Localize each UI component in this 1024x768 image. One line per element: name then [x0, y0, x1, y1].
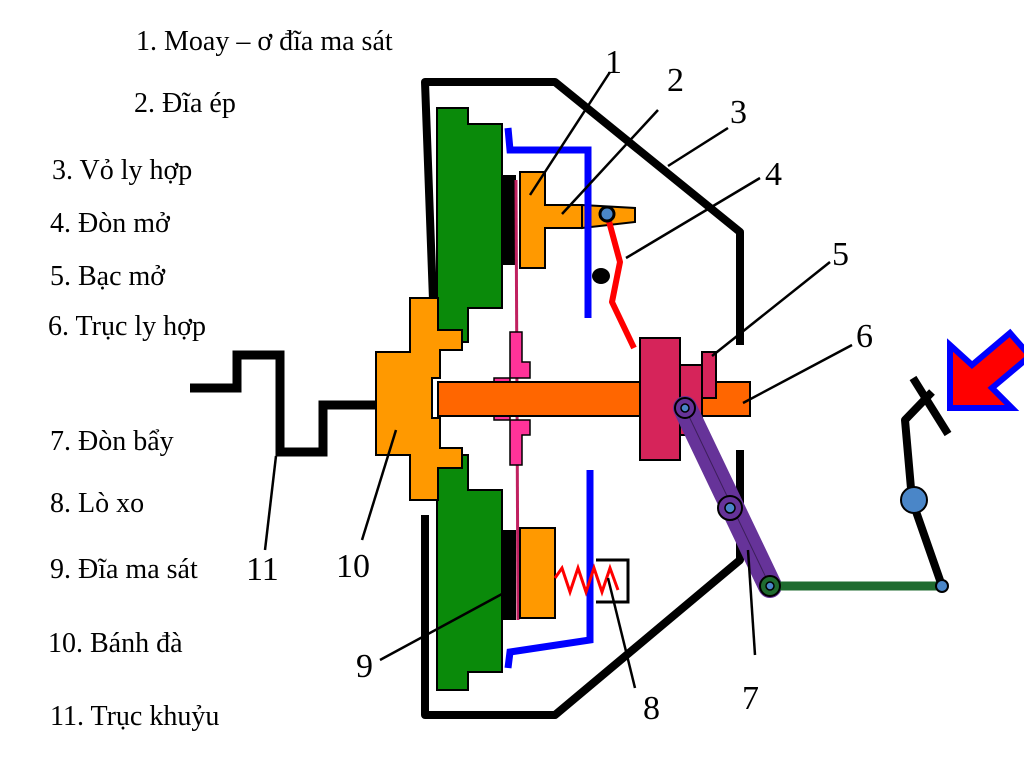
lever-pivot-pin	[724, 502, 736, 514]
callout-6: 6	[856, 318, 873, 355]
legend-item-11: 11. Trục khuỷu	[50, 701, 220, 732]
friction-disc-upper	[502, 175, 516, 265]
callout-7: 7	[742, 680, 759, 717]
legend-item-9: 9. Đĩa ma sát	[50, 554, 198, 585]
callout-11: 11	[246, 551, 279, 588]
spring-plate-upper	[504, 127, 592, 318]
legend-item-8: 8. Lò xo	[50, 488, 145, 519]
flywheel-lower	[436, 454, 503, 691]
friction-disc-lower	[502, 530, 516, 620]
disc-hub	[493, 331, 531, 466]
pedal-pad	[909, 375, 952, 437]
lever-joint-top-pin	[680, 403, 690, 413]
release-bearing	[639, 337, 681, 461]
fork-fulcrum	[592, 268, 610, 284]
callout-5: 5	[832, 236, 849, 273]
pedal-joint	[900, 486, 928, 514]
pressure-plate-upper	[519, 171, 583, 269]
spring-icon	[553, 563, 620, 597]
callout-leaders	[263, 71, 853, 689]
legend-item-6: 6. Trục ly hợp	[48, 311, 206, 342]
fork-pivot	[598, 205, 616, 223]
pressure-plate-lower	[519, 527, 556, 619]
spring-cup	[596, 558, 630, 604]
clutch-housing	[421, 78, 744, 345]
legend-item-7: 7. Đòn bẩy	[50, 426, 174, 457]
legend-item-2: 2. Đĩa ép	[134, 88, 236, 119]
pedal-icon	[901, 389, 946, 588]
pedal-rod-joint	[935, 579, 949, 593]
callout-8: 8	[643, 690, 660, 727]
flywheel-upper	[436, 107, 503, 343]
callout-2: 2	[667, 62, 684, 99]
release-bearing-collar	[701, 351, 717, 399]
release-fork	[604, 213, 637, 350]
callout-3: 3	[730, 94, 747, 131]
spring-plate-lower	[504, 470, 594, 669]
legend-item-10: 10. Bánh đà	[48, 628, 183, 659]
callout-9: 9	[356, 648, 373, 685]
rod-joint-left-pin	[765, 581, 775, 591]
callout-1: 1	[605, 44, 622, 81]
force-arrow-icon	[947, 328, 1024, 411]
legend-item-1: 1. Moay – ơ đĩa ma sát	[136, 26, 393, 57]
legend-item-3: 3. Vỏ ly hợp	[52, 155, 193, 186]
callout-4: 4	[765, 156, 782, 193]
crankshaft	[190, 350, 380, 457]
legend-item-5: 5. Bạc mở	[50, 261, 166, 292]
legend-item-4: 4. Đòn mở	[50, 208, 170, 239]
callout-10: 10	[336, 548, 370, 585]
